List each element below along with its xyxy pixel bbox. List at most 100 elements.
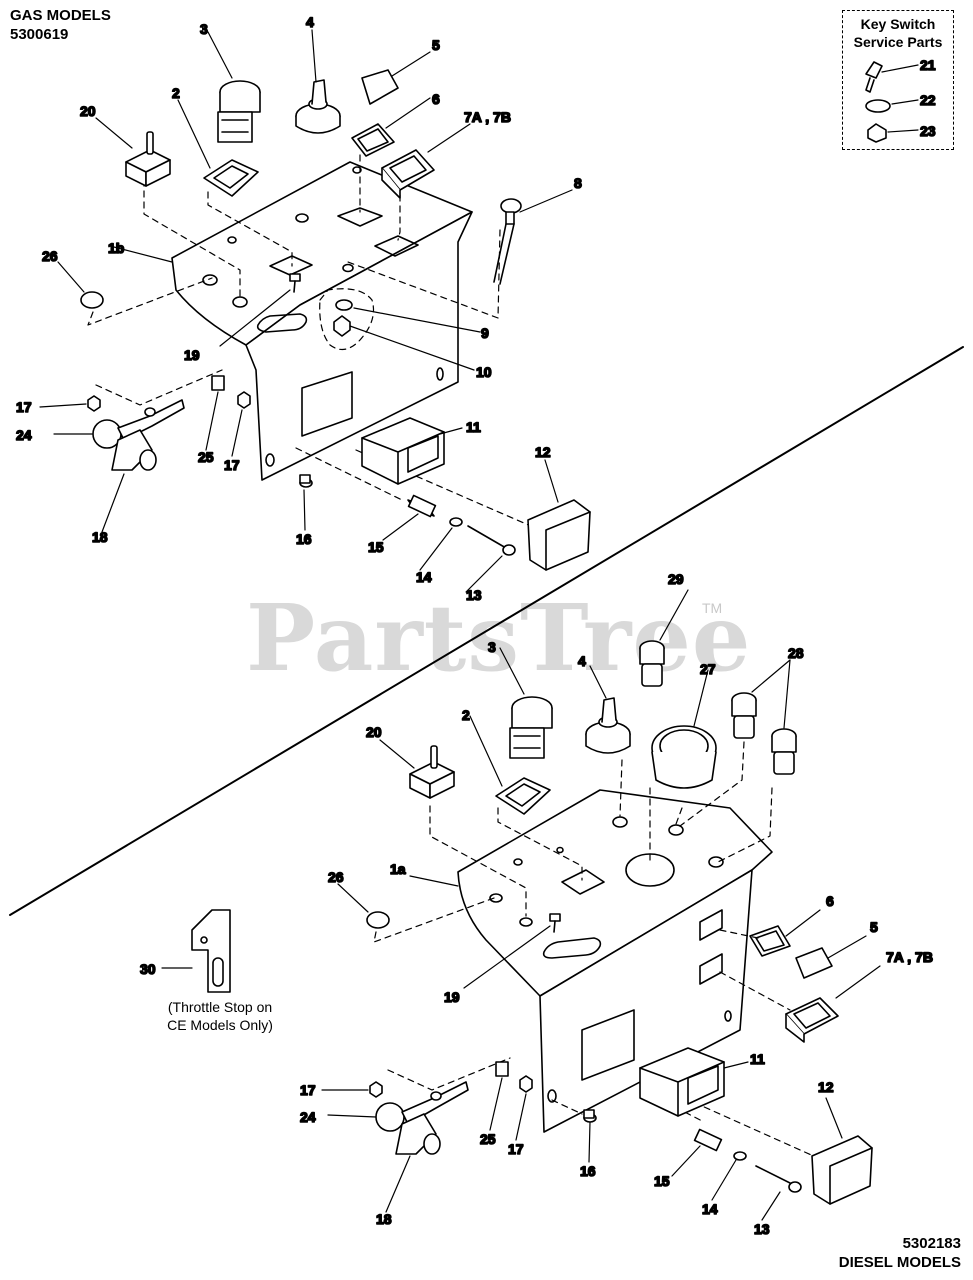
- part-20-toggle-switch: [125, 131, 171, 187]
- part-6-gasket: [351, 123, 395, 157]
- part-25-cable-clip: [211, 375, 225, 391]
- diesel-part-13-bolt: [755, 1165, 802, 1193]
- diesel-label-11: 11: [750, 1051, 765, 1067]
- diesel-label-15: 15: [654, 1173, 670, 1189]
- watermark: PartsTree: [246, 584, 752, 692]
- part-7-hour-meter: [381, 149, 435, 199]
- diesel-part-15-spacer: [693, 1128, 723, 1152]
- throttle-stop-note: (Throttle Stop on CE Models Only): [150, 998, 290, 1034]
- key-switch-service-parts-box: Key Switch Service Parts: [842, 10, 954, 150]
- diesel-part-14-washer: [733, 1151, 747, 1161]
- label-13: 13: [466, 587, 482, 603]
- diesel-label-19: 19: [444, 989, 460, 1005]
- part-3-pto-switch: [217, 80, 261, 143]
- label-8: 8: [574, 175, 582, 191]
- diesel-label-17-left: 17: [300, 1082, 316, 1098]
- diesel-leader-lines: [161, 589, 881, 1221]
- diesel-part-20-toggle-switch: [409, 745, 455, 799]
- diesel-part-7-hour-meter: [785, 997, 839, 1043]
- diesel-part-18-throttle-lever: [395, 1081, 469, 1155]
- diesel-part-26-hole-plug: [366, 911, 390, 929]
- diesel-part-4-key-switch: [585, 697, 631, 754]
- part-22-key-cap: [865, 99, 891, 113]
- diesel-label-14: 14: [702, 1201, 718, 1217]
- label-19: 19: [184, 347, 200, 363]
- part-14-washer: [449, 517, 463, 527]
- part-5-lens-cover: [361, 69, 399, 105]
- diesel-models-number: 5302183: [902, 1235, 961, 1252]
- diesel-assembly-lines: [373, 741, 819, 1159]
- key-leader-lines: [881, 64, 919, 133]
- diesel-part-12-connector-cover: [811, 1135, 873, 1205]
- diesel-label-24: 24: [300, 1109, 316, 1125]
- diesel-label-18: 18: [376, 1211, 392, 1227]
- diesel-label-28: 28: [788, 645, 804, 661]
- diesel-models-label: DIESEL MODELS: [838, 1254, 961, 1271]
- label-17-left: 17: [16, 399, 32, 415]
- part-16-screw: [299, 474, 313, 488]
- throttle-note-line2: CE Models Only): [167, 1017, 273, 1033]
- label-9: 9: [481, 325, 489, 341]
- label-23: 23: [920, 123, 936, 139]
- diesel-label-17-right: 17: [508, 1141, 524, 1157]
- gas-models-title: GAS MODELS 5300619: [10, 6, 111, 44]
- diesel-label-7: 7A , 7B: [886, 949, 933, 965]
- label-21: 21: [920, 57, 936, 73]
- gas-dash-panel: [171, 161, 473, 481]
- label-5: 5: [432, 37, 440, 53]
- diesel-label-3: 3: [488, 639, 496, 655]
- part-9-washer: [335, 299, 353, 311]
- throttle-note-line1: (Throttle Stop on: [167, 999, 273, 1015]
- part-10-nut: [333, 315, 351, 337]
- diesel-label-1a: 1a: [390, 861, 406, 877]
- diesel-part-5-lens-cover: [795, 947, 833, 979]
- diesel-part-3-pto-switch: [509, 696, 553, 759]
- diesel-label-13: 13: [754, 1221, 770, 1237]
- part-4-key-switch: [295, 79, 341, 134]
- label-3: 3: [200, 21, 208, 37]
- part-12-connector-cover: [527, 499, 591, 571]
- diesel-part-17-nut-left: [369, 1081, 383, 1098]
- diesel-part-28-indicator-lamp-right: [771, 728, 797, 775]
- label-14: 14: [416, 569, 432, 585]
- part-15-spacer: [407, 494, 437, 518]
- diesel-label-30: 30: [140, 961, 156, 977]
- label-16: 16: [296, 531, 312, 547]
- diesel-label-2: 2: [462, 707, 470, 723]
- diesel-part-17-nut-right: [519, 1075, 533, 1093]
- diesel-label-26: 26: [328, 869, 344, 885]
- label-18: 18: [92, 529, 108, 545]
- diesel-part-25-cable-clip: [495, 1061, 509, 1077]
- label-25: 25: [198, 449, 214, 465]
- diesel-label-12: 12: [818, 1079, 834, 1095]
- diesel-part-30-throttle-stop: [191, 909, 231, 993]
- key-callout-labels: 21 22 23: [919, 56, 936, 140]
- gas-models-number: 5300619: [10, 26, 69, 43]
- part-21-key: [865, 61, 883, 93]
- part-23-key-nut: [867, 123, 887, 143]
- label-10: 10: [476, 364, 492, 380]
- diesel-label-25: 25: [480, 1131, 496, 1147]
- gas-models-label: GAS MODELS: [10, 7, 111, 24]
- label-17-right: 17: [224, 457, 240, 473]
- section-divider-line: [9, 346, 964, 916]
- diesel-label-5: 5: [870, 919, 878, 935]
- part-2-switch-bezel: [203, 159, 259, 197]
- gas-callout-labels: 1b 2 3 4 5 6 7A , 7B 8 9 10 11 12 13 14 …: [15, 13, 583, 604]
- label-22: 22: [920, 92, 936, 108]
- diesel-label-29: 29: [668, 571, 684, 587]
- label-20: 20: [80, 103, 96, 119]
- diesel-label-27: 27: [700, 661, 716, 677]
- diesel-part-28-indicator-lamp-left: [731, 692, 757, 739]
- diesel-models-title: 5302183 DIESEL MODELS: [839, 1234, 961, 1272]
- diesel-part-24-throttle-knob: [375, 1102, 405, 1132]
- label-15: 15: [368, 539, 384, 555]
- diesel-label-4: 4: [578, 653, 586, 669]
- diesel-part-29-indicator-lamp: [639, 640, 665, 687]
- label-7: 7A , 7B: [464, 109, 511, 125]
- part-17-nut-left: [87, 395, 101, 412]
- label-4: 4: [306, 14, 314, 30]
- diesel-dash-panel: [457, 789, 773, 1133]
- diesel-part-11-connector: [639, 1047, 725, 1117]
- label-24: 24: [16, 427, 32, 443]
